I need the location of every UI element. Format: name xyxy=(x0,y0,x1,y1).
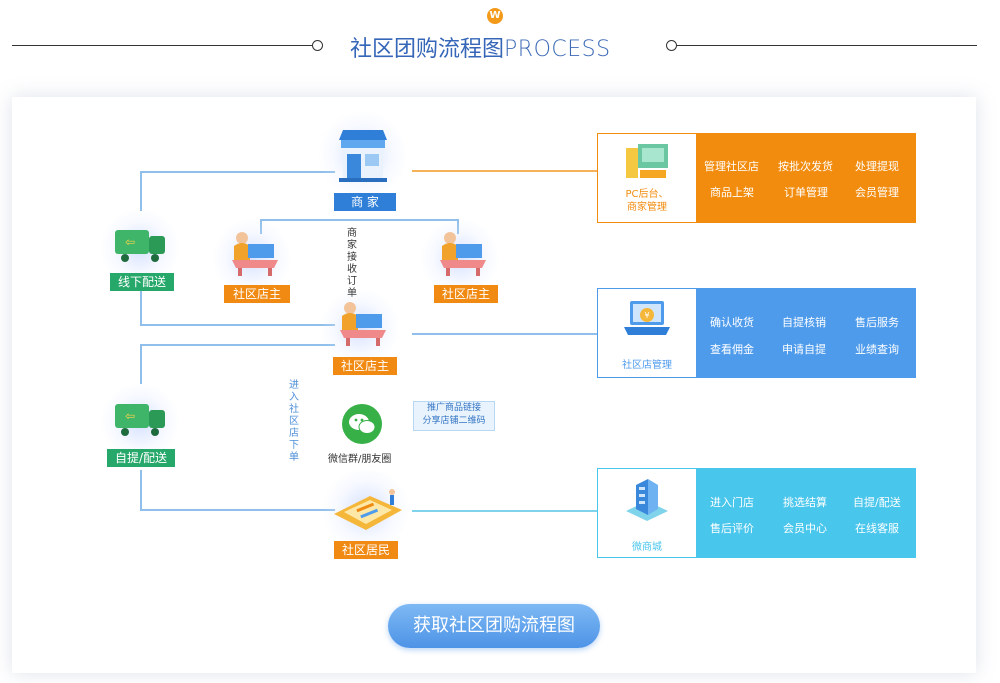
connector xyxy=(140,509,335,511)
connector xyxy=(140,344,142,384)
promote-note: 推广商品链接 分享店铺二维码 xyxy=(413,401,495,431)
store-item: 确认收货 xyxy=(710,316,754,329)
header-left-line xyxy=(12,45,312,46)
store-item: 售后服务 xyxy=(855,316,899,329)
pc-item: 订单管理 xyxy=(784,186,828,199)
mini-mall-panel: 微商城 进入门店 挑选结算 自提/配送 售后评价 会员中心 在线客服 xyxy=(597,468,916,558)
connector xyxy=(140,290,142,325)
pc-backend-panel: PC后台、 商家管理 管理社区店 按批次发货 处理提现 商品上架 订单管理 会员… xyxy=(597,133,916,223)
shop-owner-icon xyxy=(228,228,282,276)
mini-item: 自提/配送 xyxy=(853,496,901,509)
title-en: PROCESS xyxy=(504,37,611,62)
store-item: 查看佣金 xyxy=(710,343,754,356)
pc-item: 商品上架 xyxy=(710,186,754,199)
get-flowchart-button[interactable]: 获取社区团购流程图 xyxy=(388,604,600,648)
connector xyxy=(140,344,335,346)
mini-panel-caption: 微商城 xyxy=(632,542,662,553)
pc-caption-line2: 商家管理 xyxy=(627,202,667,213)
shop-owner-icon xyxy=(436,228,490,276)
store-panel-caption: 社区店管理 xyxy=(622,360,672,371)
enter-store-order-note: 进入社区店下单 xyxy=(289,380,299,463)
page-title: 社区团购流程图PROCESS xyxy=(350,31,611,62)
resident-icon xyxy=(330,484,406,532)
mini-item: 会员中心 xyxy=(783,522,827,535)
store-management-panel: ¥ 社区店管理 确认收货 自提核销 售后服务 查看佣金 申请自提 业绩查询 xyxy=(597,288,916,378)
connector xyxy=(140,324,335,326)
store-item: 业绩查询 xyxy=(855,343,899,356)
promote-line2: 分享店铺二维码 xyxy=(422,416,486,426)
owner-right-label: 社区店主 xyxy=(434,285,498,303)
owner-left-label: 社区店主 xyxy=(224,285,290,303)
owner-center-label: 社区店主 xyxy=(333,357,397,375)
promote-line1: 推广商品链接 xyxy=(426,403,481,413)
connector xyxy=(140,171,335,173)
shop-owner-icon xyxy=(336,298,390,346)
mini-item: 售后评价 xyxy=(710,522,754,535)
mini-panel-items: 进入门店 挑选结算 自提/配送 售后评价 会员中心 在线客服 xyxy=(696,469,915,557)
mini-item: 挑选结算 xyxy=(783,496,827,509)
header-right-dot xyxy=(666,40,677,51)
pc-backend-icon xyxy=(624,142,670,184)
pickup-delivery-label: 自提/配送 xyxy=(107,449,175,467)
header-right-line xyxy=(677,45,977,46)
mini-item: 在线客服 xyxy=(855,522,899,535)
store-panel-items: 确认收货 自提核销 售后服务 查看佣金 申请自提 业绩查询 xyxy=(696,289,915,377)
truck-icon: ⇦ xyxy=(115,398,167,438)
truck-icon: ⇦ xyxy=(115,224,167,264)
title-cn: 社区团购流程图 xyxy=(350,37,505,62)
pc-item: 处理提现 xyxy=(855,160,899,173)
pc-panel-left: PC后台、 商家管理 xyxy=(598,134,696,222)
offline-delivery-label: 线下配送 xyxy=(110,273,174,291)
wechat-icon xyxy=(342,404,382,444)
connector-to-pc-panel xyxy=(412,170,598,172)
store-item: 申请自提 xyxy=(782,343,826,356)
logo-badge: W xyxy=(487,8,503,24)
merchant-label: 商 家 xyxy=(334,193,396,211)
laptop-coin-icon: ¥ xyxy=(622,297,672,341)
connector xyxy=(140,470,142,510)
pc-panel-items: 管理社区店 按批次发货 处理提现 商品上架 订单管理 会员管理 xyxy=(696,134,915,222)
building-icon xyxy=(622,475,672,525)
mini-item: 进入门店 xyxy=(710,496,754,509)
pc-caption-line1: PC后台、 xyxy=(625,189,669,200)
pc-item: 管理社区店 xyxy=(704,160,759,173)
resident-label: 社区居民 xyxy=(334,541,398,559)
store-icon xyxy=(335,126,391,184)
wechat-label: 微信群/朋友圈 xyxy=(328,454,392,465)
pc-item: 按批次发货 xyxy=(778,160,833,173)
store-panel-left: ¥ 社区店管理 xyxy=(598,289,696,377)
connector xyxy=(140,171,142,211)
svg-text:¥: ¥ xyxy=(644,311,649,320)
connector-to-mini-panel xyxy=(412,510,598,512)
header-left-dot xyxy=(312,40,323,51)
pc-item: 会员管理 xyxy=(855,186,899,199)
connector xyxy=(260,219,458,221)
mini-panel-left: 微商城 xyxy=(598,469,696,557)
store-item: 自提核销 xyxy=(782,316,826,329)
connector-to-store-panel xyxy=(412,333,598,335)
